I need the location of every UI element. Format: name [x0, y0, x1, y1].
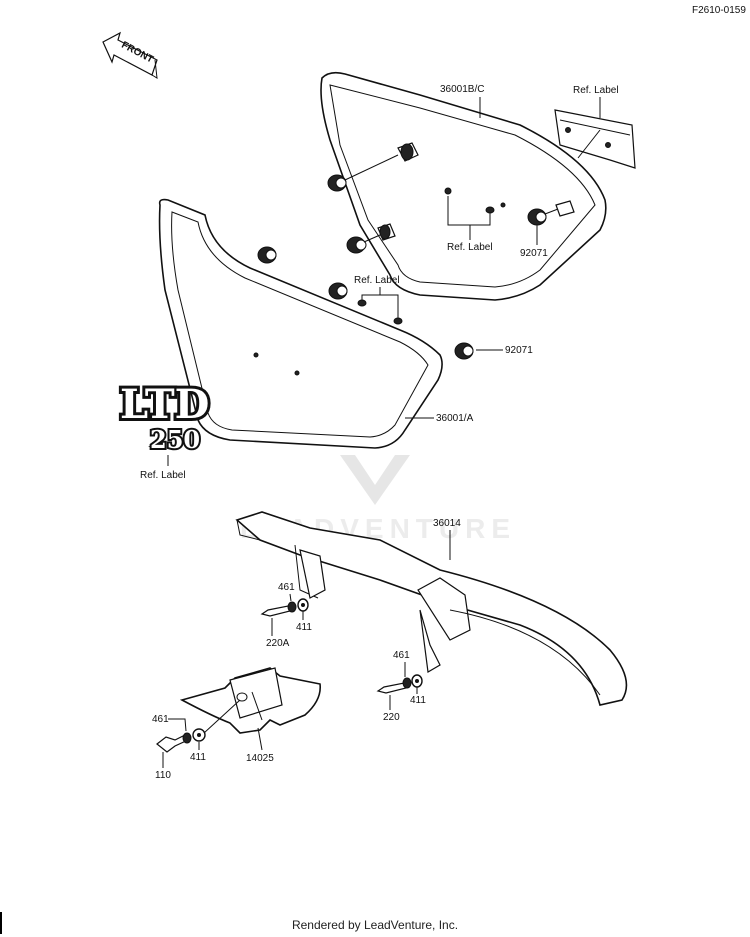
grommet-left-cover-2 [328, 282, 348, 300]
callout-cover-left: 36001/A [436, 413, 474, 424]
ref-label-bracket [554, 109, 636, 169]
callout-bolt-110: 110 [155, 770, 171, 781]
emblem-ltd: LTD [120, 381, 209, 428]
callout-washer-411-b: 411 [410, 695, 426, 706]
callout-ref-label-top: Ref. Label [573, 85, 619, 96]
chain-guard [235, 511, 628, 706]
front-arrow-icon [102, 31, 158, 76]
callout-washer-461-b: 461 [393, 650, 410, 661]
footer-credit: Rendered by LeadVenture, Inc. [291, 918, 459, 932]
callout-washer-461-a: 461 [278, 582, 295, 593]
callout-ref-label-mid: Ref. Label [354, 275, 400, 286]
fastener-set-220 [376, 674, 423, 694]
left-edge-mark [0, 912, 2, 934]
grommet-92071-right [454, 342, 474, 360]
callout-bolt-220a: 220A [266, 638, 290, 649]
grommet-left-cover-1 [257, 246, 277, 264]
callout-washer-461-c: 461 [152, 714, 169, 725]
bracket-14025 [179, 667, 322, 734]
callout-ref-label-emblem: Ref. Label [140, 470, 186, 481]
grommet-92071-top [527, 200, 575, 226]
callout-bracket: 14025 [246, 753, 274, 764]
ltd-emblem: LTD 250 [117, 378, 212, 456]
callout-bolt-220: 220 [383, 712, 400, 723]
callout-grommet-right-top: 92071 [520, 248, 548, 259]
fastener-set-220a [260, 598, 309, 617]
side-cover-right [320, 71, 607, 301]
front-arrow: FRONT [102, 31, 158, 79]
callout-grommet-right: 92071 [505, 345, 533, 356]
grommet-right-cover-2 [397, 142, 419, 162]
emblem-250: 250 [150, 425, 200, 454]
grommet-right-cover-4 [377, 223, 396, 241]
grommet-right-cover-3 [346, 236, 367, 254]
fastener-set-110 [156, 728, 206, 753]
watermark-logo [340, 455, 410, 505]
callout-ref-label-mid-right: Ref. Label [447, 242, 493, 253]
callout-washer-411-c: 411 [190, 752, 206, 763]
callout-chain-guard: 36014 [433, 518, 461, 529]
grommet-right-cover-1 [327, 174, 347, 192]
side-cover-left [158, 198, 443, 449]
callout-washer-411-a: 411 [296, 622, 312, 633]
callout-cover-right: 36001B/C [440, 84, 484, 95]
diagram-id: F2610-0159 [692, 5, 746, 16]
